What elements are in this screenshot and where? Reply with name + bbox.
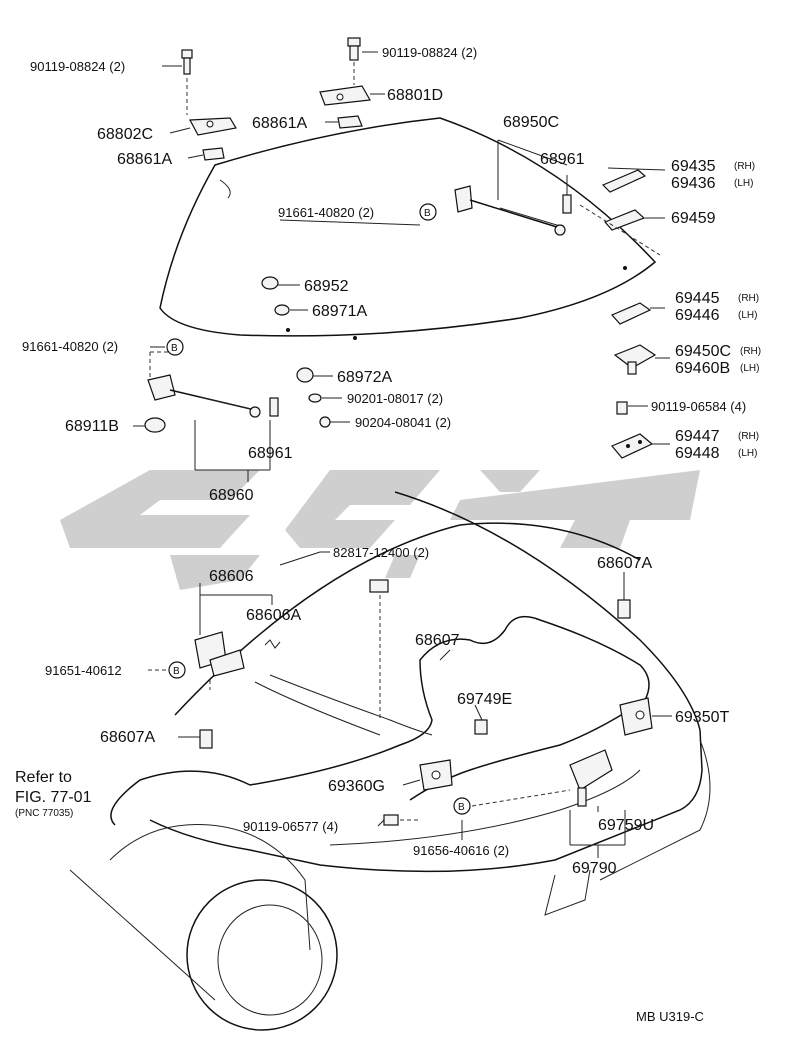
clip-68972A — [296, 367, 314, 383]
nut-90204 — [319, 416, 331, 428]
clip-69749E — [474, 719, 488, 735]
label-91656-40616: 91656-40616 (2) — [413, 843, 509, 858]
bumper-69435 — [601, 169, 647, 193]
bracket-68606 — [194, 631, 245, 690]
label-68801D: 68801D — [387, 87, 443, 104]
watermark-text: گوبی — [400, 618, 404, 621]
label-68911B: 68911B — [65, 418, 119, 435]
bolt-90119-06577 — [383, 814, 420, 826]
grommet-68971A — [274, 304, 290, 316]
label-68960: 68960 — [209, 487, 254, 504]
label-69436-side: (LH) — [734, 178, 753, 189]
label-69435: 69435 — [671, 158, 716, 175]
label-68950C: 68950C — [503, 114, 559, 131]
label-69447-side: (RH) — [738, 431, 759, 442]
label-68607: 68607 — [415, 632, 460, 649]
back-door-panel — [159, 117, 657, 340]
clip-68607A-right — [617, 599, 631, 619]
label-69436: 69436 — [671, 175, 716, 192]
clip-82817 — [369, 579, 389, 720]
b-markers: B B B B — [166, 203, 471, 815]
label-69450C: 69450C — [675, 343, 731, 360]
label-69447: 69447 — [675, 428, 720, 445]
label-69460B: 69460B — [675, 360, 730, 377]
label-69790: 69790 — [572, 860, 617, 877]
label-68861A-1: 68861A — [252, 115, 307, 132]
label-68971A: 68971A — [312, 303, 367, 320]
cushion-69447 — [611, 433, 654, 459]
diagram-code: MB U319-C — [636, 1009, 704, 1024]
label-69759U: 69759U — [598, 817, 654, 834]
label-68606A: 68606A — [246, 607, 301, 624]
label-69360G: 69360G — [328, 778, 385, 795]
b-marker-2: B — [166, 338, 184, 356]
label-68607A-left: 68607A — [100, 729, 155, 746]
bumper-69459 — [579, 204, 661, 256]
label-90119-08824-left: 90119-08824 (2) — [30, 59, 125, 74]
b-marker-3: B — [168, 661, 186, 679]
label-69445-side: (RH) — [738, 293, 759, 304]
label-82817-12400: 82817-12400 (2) — [333, 545, 429, 560]
label-91661-40820-top: 91661-40820 (2) — [278, 205, 374, 220]
label-69446: 69446 — [675, 307, 720, 324]
label-68972A: 68972A — [337, 369, 392, 386]
label-69350T: 69350T — [675, 709, 729, 726]
label-68606: 68606 — [209, 568, 254, 585]
label-91651-40612: 91651-40612 — [45, 663, 122, 678]
label-90119-08824-top: 90119-08824 (2) — [382, 45, 477, 60]
bolt-90119-06584 — [616, 401, 628, 415]
label-90204-08041: 90204-08041 (2) — [355, 415, 451, 430]
bolt-90119-left — [181, 49, 193, 115]
label-refer-pnc: (PNC 77035) — [15, 808, 73, 819]
lock-69360G — [419, 759, 453, 791]
striker-69445 — [610, 302, 652, 325]
leader-lines — [133, 51, 672, 840]
label-69450C-side: (RH) — [740, 346, 761, 357]
label-69446-side: (LH) — [738, 310, 757, 321]
label-69749E: 69749E — [457, 691, 512, 708]
cable-68607 — [110, 615, 650, 826]
label-68961-mid: 68961 — [248, 445, 293, 462]
spring-68606A — [264, 639, 281, 649]
washer-90201 — [308, 393, 322, 403]
label-refer-fig: FIG. 77-01 — [15, 789, 92, 806]
hinge-68801D — [319, 85, 371, 129]
svg-text:B: B — [458, 802, 465, 813]
bolt-90119-top — [347, 37, 361, 85]
cap-68952 — [261, 276, 279, 290]
b-marker-1: B — [419, 203, 437, 221]
lock-69350T — [619, 697, 653, 736]
label-90201-08017: 90201-08017 (2) — [347, 391, 443, 406]
label-69460B-side: (LH) — [740, 363, 759, 374]
svg-text:B: B — [424, 208, 431, 219]
bracket-69450C — [613, 344, 657, 375]
label-68961-top: 68961 — [540, 151, 585, 168]
b-marker-4: B — [453, 797, 471, 815]
label-69459: 69459 — [671, 210, 716, 227]
label-68952: 68952 — [304, 278, 349, 295]
label-91661-40820-mid: 91661-40820 (2) — [22, 339, 118, 354]
label-68861A-2: 68861A — [117, 151, 172, 168]
svg-text:B: B — [173, 666, 180, 677]
label-69445: 69445 — [675, 290, 720, 307]
car-body — [69, 491, 711, 1031]
label-90119-06577: 90119-06577 (4) — [243, 819, 338, 834]
label-refer-to: Refer to — [15, 769, 72, 786]
label-68802C: 68802C — [97, 126, 153, 143]
damper-stay-68960 — [147, 351, 279, 482]
cushion-68911B — [144, 417, 166, 433]
part-labels: 90119-08824 (2) 90119-08824 (2) 68801D 6… — [15, 45, 761, 1024]
striker-69759U — [569, 749, 626, 858]
svg-text:B: B — [171, 343, 178, 354]
hinge-68802C — [189, 117, 237, 161]
damper-stay-68950C — [454, 139, 572, 236]
label-68607A-right: 68607A — [597, 555, 652, 572]
label-90119-06584: 90119-06584 (4) — [651, 399, 746, 414]
clip-68607A-left — [199, 729, 213, 749]
watermark-logo: گوبی — [60, 470, 700, 621]
label-69448-side: (LH) — [738, 448, 757, 459]
label-69435-side: (RH) — [734, 161, 755, 172]
label-69448: 69448 — [675, 445, 720, 462]
